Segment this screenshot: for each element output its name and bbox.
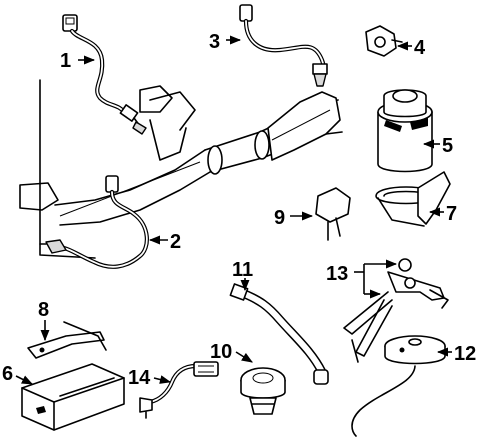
leader-10: [235, 351, 253, 363]
part-9-sensor: [315, 187, 351, 241]
part-3-oxygen-sensor: [239, 4, 328, 87]
callout-12: 12: [454, 343, 476, 365]
part-10-egr-valve: [240, 367, 286, 415]
part-11-hose: [229, 283, 329, 385]
callout-4: 4: [414, 37, 426, 59]
callout-9: 9: [274, 207, 285, 229]
callout-13: 13: [326, 263, 348, 285]
part-14-sensor-harness: [139, 361, 219, 419]
callout-7: 7: [446, 203, 457, 225]
callout-14: 14: [128, 367, 151, 389]
part-4-knock-sensor: [365, 25, 403, 57]
callout-8: 8: [38, 299, 49, 321]
callout-10: 10: [210, 341, 232, 363]
part-8-bracket: [27, 321, 107, 359]
exhaust-system: [19, 79, 343, 259]
part-2-oxygen-sensor: [39, 175, 149, 269]
callout-5: 5: [442, 135, 453, 157]
part-5-canister: [377, 89, 433, 173]
callout-1: 1: [60, 50, 71, 72]
callout-labels: 1 2 3 4 5 6 7 8 9 10 11 12 13 14: [2, 31, 476, 389]
part-7-bracket: [375, 171, 451, 227]
leader-lines: [15, 35, 452, 385]
part-1-oxygen-sensor: [62, 14, 147, 135]
leader-14: [153, 375, 172, 384]
part-6-control-module: [21, 363, 125, 431]
callout-6: 6: [2, 363, 13, 385]
leader-6: [15, 375, 34, 385]
part-13-valve-assembly: [343, 258, 449, 363]
callout-2: 2: [170, 231, 181, 253]
callout-3: 3: [209, 31, 220, 53]
part-12-diaphragm: [351, 335, 446, 437]
callout-11: 11: [232, 259, 253, 281]
